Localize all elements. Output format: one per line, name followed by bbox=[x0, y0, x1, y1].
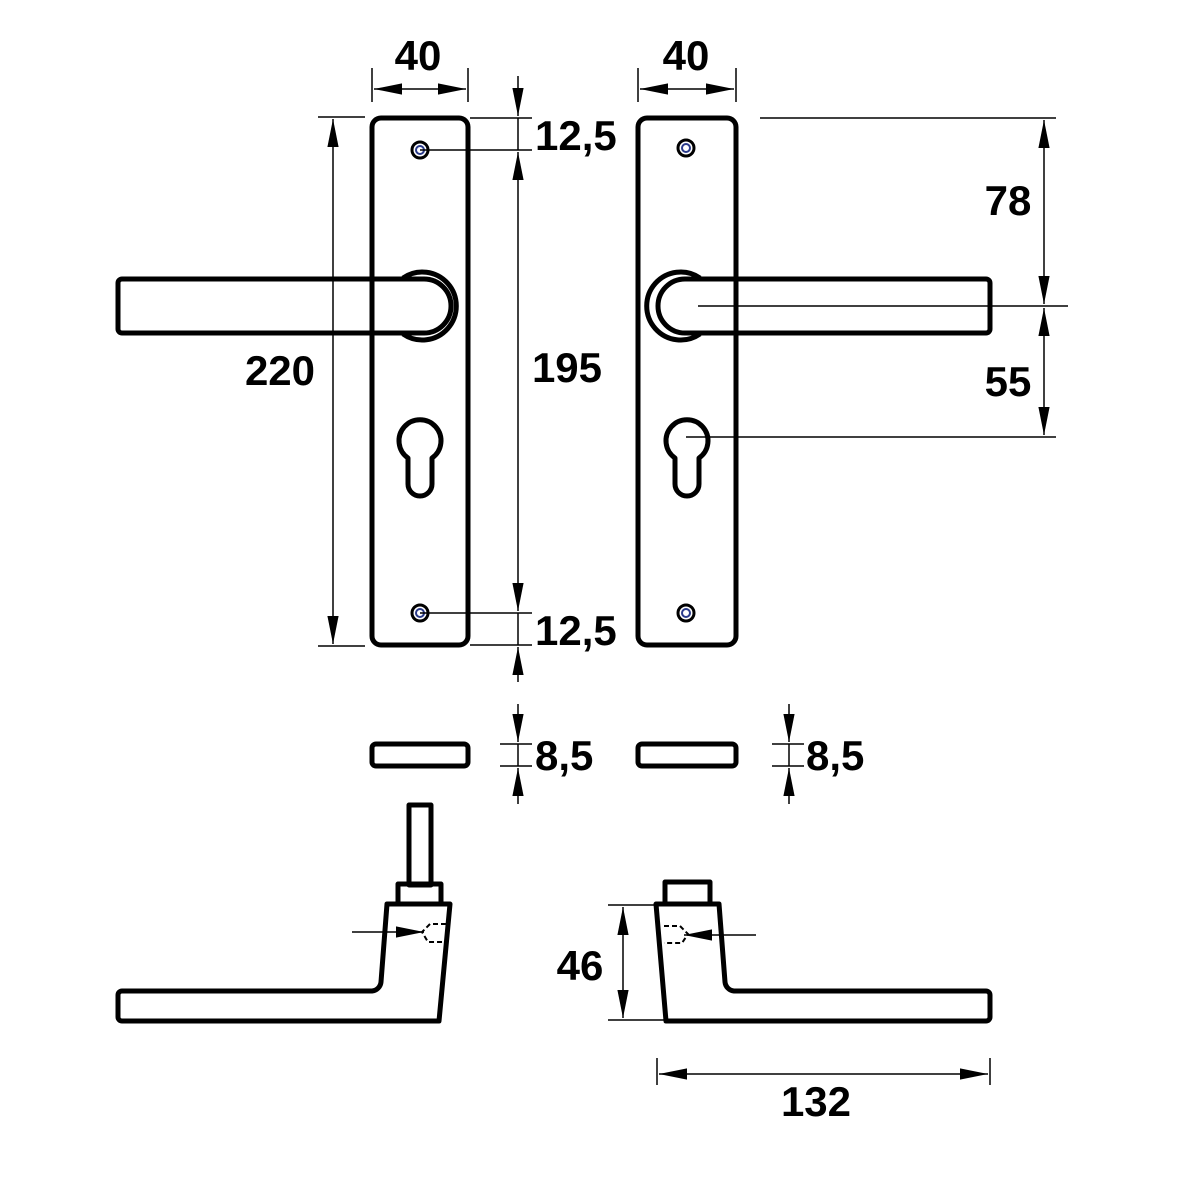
screw-spacing-label: 195 bbox=[532, 344, 602, 391]
handle-to-cylinder-label: 55 bbox=[985, 358, 1032, 405]
right-lever-rose bbox=[644, 269, 702, 343]
right-spindle-collar bbox=[662, 879, 713, 907]
right-bottom-screw-inner bbox=[681, 608, 691, 618]
left-cylinder-hole bbox=[396, 417, 444, 499]
left-width-label: 40 bbox=[395, 32, 442, 79]
right-top-screw-inner bbox=[681, 143, 691, 153]
right-side-lever bbox=[653, 901, 993, 1024]
right-cylinder-hole bbox=[663, 417, 711, 499]
right-side-view: 46 132 bbox=[557, 879, 993, 1125]
left-plate-section bbox=[369, 741, 471, 769]
right-width-label: 40 bbox=[663, 32, 710, 79]
right-plate-section bbox=[635, 741, 739, 769]
left-side-lever bbox=[115, 901, 453, 1024]
right-bottom-screw-icon bbox=[676, 603, 696, 623]
right-lever bbox=[655, 276, 993, 336]
left-lever bbox=[115, 276, 454, 336]
right-thickness-label: 8,5 bbox=[806, 732, 864, 779]
right-front-view: 40 78 55 bbox=[635, 32, 1068, 648]
left-lever-rose bbox=[401, 269, 459, 343]
handle-length-label: 132 bbox=[781, 1078, 851, 1125]
left-thickness-view: 8,5 bbox=[369, 704, 593, 804]
left-backplate bbox=[369, 115, 471, 648]
left-grub-screw bbox=[420, 923, 446, 943]
rose-height-label: 46 bbox=[557, 942, 604, 989]
handle-height-label: 78 bbox=[985, 177, 1032, 224]
plate-height-label: 220 bbox=[245, 347, 315, 394]
right-top-screw-icon bbox=[676, 138, 696, 158]
left-thickness-label: 8,5 bbox=[535, 732, 593, 779]
right-backplate bbox=[635, 115, 739, 648]
left-spindle bbox=[406, 802, 434, 888]
bottom-offset-label: 12,5 bbox=[535, 607, 617, 654]
left-side-view bbox=[115, 802, 453, 1024]
right-thickness-view: 8,5 bbox=[635, 704, 864, 804]
left-front-view: 40 220 12,5 195 12,5 bbox=[115, 32, 617, 682]
top-offset-label: 12,5 bbox=[535, 112, 617, 159]
